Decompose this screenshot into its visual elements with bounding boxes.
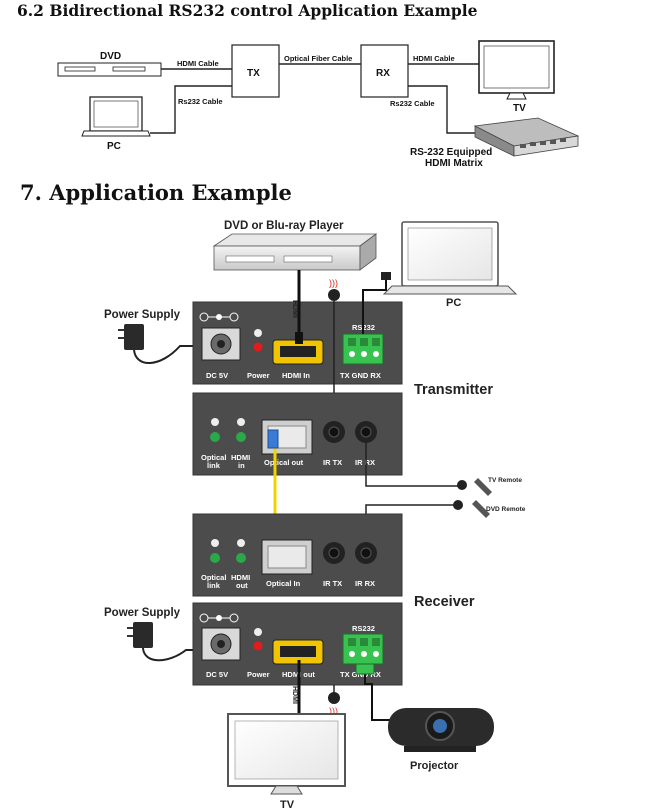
dvd-label: DVD bbox=[100, 51, 121, 62]
ir-tx-label: IR TX bbox=[323, 458, 342, 467]
svg-text:))): ))) bbox=[329, 278, 338, 288]
power-led bbox=[253, 342, 263, 352]
hdmi-in-led bbox=[236, 432, 246, 442]
pc-label: PC bbox=[446, 297, 461, 309]
rs232-cable-projector bbox=[364, 664, 390, 721]
pc-laptop-icon bbox=[81, 96, 151, 137]
section-62-title: 6.2 Bidirectional RS232 control Applicat… bbox=[17, 1, 478, 20]
rs232-cable-right bbox=[408, 85, 480, 134]
tv-label: TV bbox=[280, 799, 295, 811]
dc-jack bbox=[201, 627, 241, 661]
rs232-diagram: DVD PC TX RX HDMI Cable Rs232 Cable Opti… bbox=[57, 40, 580, 169]
hdmi-in-led-label2: in bbox=[238, 461, 245, 470]
receiver-label: Receiver bbox=[414, 594, 475, 610]
dvd-bluray-player-icon bbox=[212, 233, 378, 271]
section-7-title: 7. Application Example bbox=[20, 180, 292, 205]
hdmi-cable-top-label: HDMI bbox=[291, 300, 298, 318]
ir-emitter-bottom-icon bbox=[328, 692, 340, 704]
rx-box bbox=[360, 44, 409, 98]
dc-5v-label: DC 5V bbox=[206, 371, 228, 380]
application-diagram: DVD or Blu-ray Player PC Power Supply bbox=[104, 220, 526, 811]
hdmi-out-led bbox=[236, 553, 246, 563]
dvd-remote-label: DVD Remote bbox=[486, 506, 526, 513]
matrix-label-line2: HDMI Matrix bbox=[425, 158, 483, 169]
ir-rx-label: IR RX bbox=[355, 458, 375, 467]
rs232-cable-right-label: Rs232 Cable bbox=[390, 99, 435, 108]
pc-label: PC bbox=[107, 141, 121, 152]
power-led bbox=[253, 641, 263, 651]
power-supply-bottom-label: Power Supply bbox=[104, 607, 181, 619]
hdmi-cable-bottom-label: HDMI bbox=[291, 686, 298, 704]
projector-label: Projector bbox=[410, 760, 459, 772]
optical-link-label: Optical bbox=[201, 453, 226, 462]
hdmi-in-led-label: HDMI bbox=[231, 453, 250, 462]
hdmi-matrix-icon bbox=[473, 117, 580, 157]
power-supply-top-label: Power Supply bbox=[104, 309, 181, 321]
dvd-bluray-player-label: DVD or Blu-ray Player bbox=[224, 220, 344, 232]
rs232-cable-left bbox=[150, 85, 232, 134]
hdmi-in-label: HDMI In bbox=[282, 371, 310, 380]
indicator-led-white bbox=[254, 329, 262, 337]
hdmi-out-led-label: HDMI bbox=[231, 573, 250, 582]
pc-laptop-icon bbox=[382, 221, 518, 295]
rs232-cable-left-label: Rs232 Cable bbox=[178, 97, 223, 106]
power-label: Power bbox=[247, 371, 270, 380]
matrix-label-line1: RS-232 Equipped bbox=[410, 147, 492, 158]
dc-5v-label: DC 5V bbox=[206, 670, 228, 679]
optical-out-label: Optical out bbox=[264, 458, 304, 467]
tv-label: TV bbox=[513, 103, 526, 114]
rs232-cable-pc bbox=[362, 278, 387, 334]
ir-tx-label: IR TX bbox=[323, 579, 342, 588]
tx-label: TX bbox=[247, 68, 260, 79]
tx-gnd-rx-label: TX GND RX bbox=[340, 371, 381, 380]
power-label: Power bbox=[247, 670, 270, 679]
optical-link-label2: link bbox=[207, 461, 221, 470]
projector-icon bbox=[388, 708, 494, 752]
hdmi-cable-left-label: HDMI Cable bbox=[177, 59, 219, 68]
rx-label: RX bbox=[376, 68, 390, 79]
dvd-player-icon bbox=[57, 62, 162, 77]
receiver-back-panel: Optical link HDMI out Optical In IR TX I… bbox=[192, 513, 403, 597]
optical-link-led bbox=[210, 432, 220, 442]
optical-link-label2: link bbox=[207, 581, 221, 590]
dvd-remote-icon bbox=[453, 500, 490, 518]
ir-rx-cable-tx bbox=[365, 443, 460, 487]
ir-emitter-top-icon bbox=[328, 289, 340, 301]
optical-fiber-cable-label: Optical Fiber Cable bbox=[284, 54, 352, 63]
tv-monitor-icon bbox=[478, 40, 555, 100]
power-adapter-top-icon bbox=[118, 324, 206, 364]
transmitter-back-panel: Optical link HDMI in Optical out IR TX I… bbox=[192, 392, 403, 476]
transmitter-label: Transmitter bbox=[414, 382, 493, 398]
rs232-label: RS232 bbox=[352, 624, 375, 633]
hdmi-out-led-label2: out bbox=[236, 581, 248, 590]
tx-box bbox=[231, 44, 280, 98]
tv-remote-icon bbox=[457, 478, 492, 496]
svg-text:))): ))) bbox=[329, 706, 338, 716]
power-adapter-bottom-icon bbox=[127, 622, 206, 662]
tv-remote-label: TV Remote bbox=[488, 477, 522, 484]
ir-rx-label: IR RX bbox=[355, 579, 375, 588]
tv-monitor-icon bbox=[227, 713, 346, 795]
optical-link-label: Optical bbox=[201, 573, 226, 582]
optical-link-led bbox=[210, 553, 220, 563]
hdmi-cable-right-label: HDMI Cable bbox=[413, 54, 455, 63]
optical-in-label: Optical In bbox=[266, 579, 301, 588]
